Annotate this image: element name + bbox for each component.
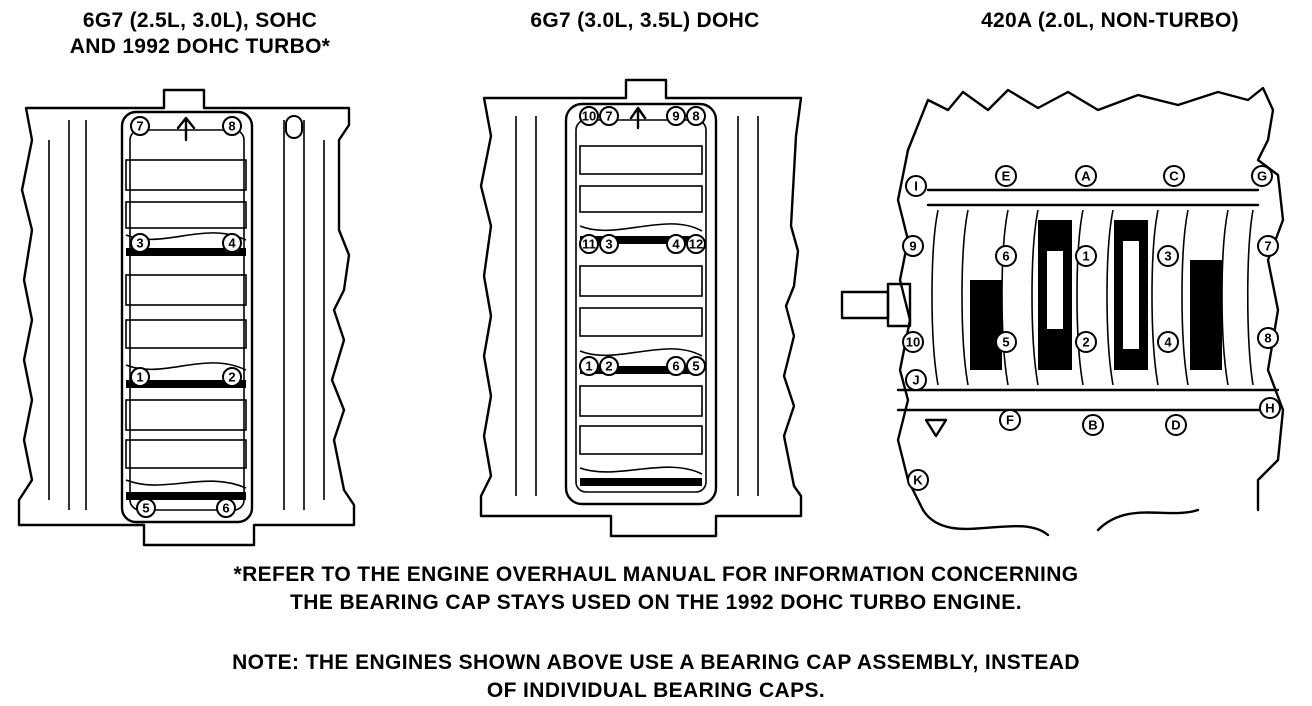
middle-bolt-9: 9 [666,106,686,126]
middle-bolt-8: 8 [686,106,706,126]
svg-text:8: 8 [228,119,235,134]
left-title-line2: AND 1992 DOHC TURBO* [69,35,331,58]
right-engine-block-diagram: 1 2 3 4 5 6 7 8 9 10 A B C D E F G H I J K [840,86,1285,537]
svg-text:2: 2 [605,359,612,374]
svg-text:9: 9 [909,239,916,254]
right-bolt-2: 2 [1075,331,1097,353]
svg-text:E: E [1002,169,1011,184]
svg-text:2: 2 [1082,335,1089,350]
svg-text:5: 5 [1002,335,1009,350]
right-bolt-H: H [1259,397,1281,419]
right-bolt-5: 5 [995,331,1017,353]
left-engine-title: 6G7 (2.5L, 3.0L), SOHC AND 1992 DOHC TUR… [0,8,400,60]
svg-text:1: 1 [585,359,592,374]
svg-text:10: 10 [582,109,596,124]
left-bolt-3: 3 [130,233,150,253]
svg-text:11: 11 [582,237,596,252]
svg-text:K: K [913,473,923,488]
svg-text:9: 9 [672,109,679,124]
cap-assembly-note-line1: NOTE: THE ENGINES SHOWN ABOVE USE A BEAR… [232,651,1080,674]
left-bolt-8: 8 [222,116,242,136]
right-bolt-E: E [995,165,1017,187]
svg-text:4: 4 [228,236,236,251]
svg-text:1: 1 [1082,249,1089,264]
svg-text:6: 6 [1002,249,1009,264]
svg-text:6: 6 [672,359,679,374]
svg-text:6: 6 [222,501,229,516]
right-bolt-9: 9 [902,235,924,257]
right-bolt-J: J [905,369,927,391]
svg-text:7: 7 [136,119,143,134]
right-bolt-B: B [1082,414,1104,436]
middle-bolt-1: 1 [579,356,599,376]
middle-bolt-5: 5 [686,356,706,376]
svg-text:7: 7 [1264,239,1271,254]
right-bolt-10: 10 [902,331,924,353]
right-bolt-C: C [1163,165,1185,187]
svg-text:D: D [1171,418,1180,433]
right-bolt-1: 1 [1075,245,1097,267]
svg-text:B: B [1088,418,1097,433]
svg-text:5: 5 [692,359,699,374]
right-bolt-A: A [1075,165,1097,187]
left-bolt-5: 5 [136,498,156,518]
middle-bolt-6: 6 [666,356,686,376]
svg-text:3: 3 [1164,249,1171,264]
svg-text:C: C [1169,169,1179,184]
svg-text:12: 12 [689,237,703,252]
svg-text:3: 3 [605,237,612,252]
right-bolt-3: 3 [1157,245,1179,267]
right-bolt-7: 7 [1257,235,1279,257]
middle-bolt-10: 10 [579,106,599,126]
middle-bolt-11: 11 [579,234,599,254]
svg-text:8: 8 [692,109,699,124]
left-title-line1: 6G7 (2.5L, 3.0L), SOHC [82,9,318,32]
right-bolt-D: D [1165,414,1187,436]
cap-assembly-note-line2: OF INDIVIDUAL BEARING CAPS. [486,679,826,702]
middle-bolt-3: 3 [599,234,619,254]
refer-note-line2: THE BEARING CAP STAYS USED ON THE 1992 D… [290,591,1022,614]
right-bolt-G: G [1251,165,1273,187]
svg-text:5: 5 [142,501,149,516]
svg-text:10: 10 [906,335,920,350]
middle-bolt-4: 4 [666,234,686,254]
svg-text:I: I [914,179,918,194]
left-engine-block-diagram: 7 8 3 4 1 2 5 6 [17,88,356,547]
svg-text:F: F [1006,413,1014,428]
middle-bolt-2: 2 [599,356,619,376]
svg-text:4: 4 [1164,335,1172,350]
svg-text:J: J [912,373,919,388]
left-bolt-4: 4 [222,233,242,253]
svg-text:7: 7 [605,109,612,124]
right-bolt-8: 8 [1257,327,1279,349]
right-bolt-K: K [907,469,929,491]
middle-engine-title: 6G7 (3.0L, 3.5L) DOHC [530,9,760,32]
svg-text:4: 4 [672,237,680,252]
right-engine-title: 420A (2.0L, NON-TURBO) [981,9,1239,32]
svg-text:A: A [1081,169,1091,184]
svg-text:1: 1 [136,370,143,385]
middle-bolt-12: 12 [686,234,706,254]
left-bolt-7: 7 [130,116,150,136]
svg-text:3: 3 [136,236,143,251]
svg-text:H: H [1265,401,1274,416]
middle-bolt-7: 7 [599,106,619,126]
right-bolt-F: F [999,409,1021,431]
svg-text:2: 2 [228,370,235,385]
left-bolt-1: 1 [130,367,150,387]
right-bolt-4: 4 [1157,331,1179,353]
refer-note-line1: *REFER TO THE ENGINE OVERHAUL MANUAL FOR… [233,563,1079,586]
right-bolt-I: I [905,175,927,197]
svg-text:G: G [1257,169,1267,184]
left-bolt-6: 6 [216,498,236,518]
left-bolt-2: 2 [222,367,242,387]
right-bolt-6: 6 [995,245,1017,267]
svg-text:8: 8 [1264,331,1271,346]
